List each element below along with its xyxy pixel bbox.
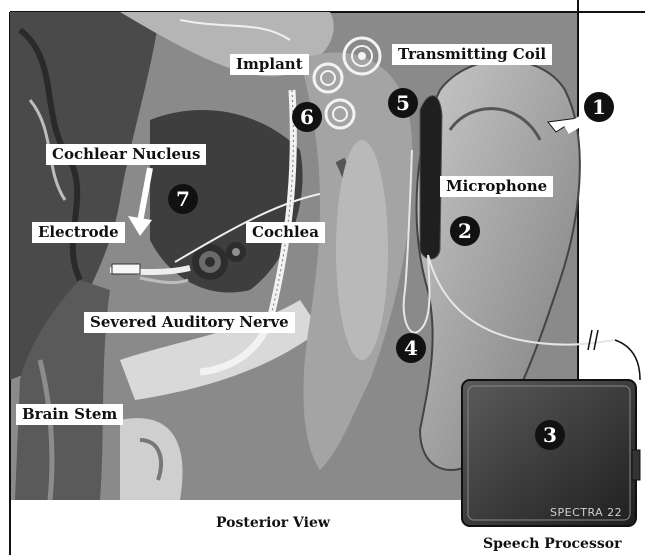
- device-brand-text: SPECTRA 22: [550, 506, 622, 519]
- marker-2: 2: [450, 216, 480, 246]
- microphone-unit: [420, 96, 442, 259]
- speech-processor-device: [462, 380, 640, 526]
- cochlear-nucleus-label: Cochlear Nucleus: [46, 144, 206, 165]
- marker-6: 6: [292, 102, 322, 132]
- brain-stem-label: Brain Stem: [16, 404, 123, 425]
- posterior-view-caption: Posterior View: [216, 515, 330, 531]
- cochlea-label: Cochlea: [246, 222, 325, 243]
- electrode-tip: [112, 264, 140, 274]
- tissue: [336, 140, 388, 360]
- severed-auditory-nerve-label: Severed Auditory Nerve: [84, 312, 295, 333]
- marker-5: 5: [388, 88, 418, 118]
- speech-processor-caption: Speech Processor: [483, 536, 621, 552]
- marker-7: 7: [168, 184, 198, 214]
- electrode-label: Electrode: [32, 222, 125, 243]
- microphone-label: Microphone: [440, 176, 553, 197]
- marker-4: 4: [396, 333, 426, 363]
- marker-3: 3: [535, 420, 565, 450]
- transmitting-coil-label: Transmitting Coil: [392, 44, 552, 65]
- implant-label: Implant: [230, 54, 309, 75]
- marker-1: 1: [584, 92, 614, 122]
